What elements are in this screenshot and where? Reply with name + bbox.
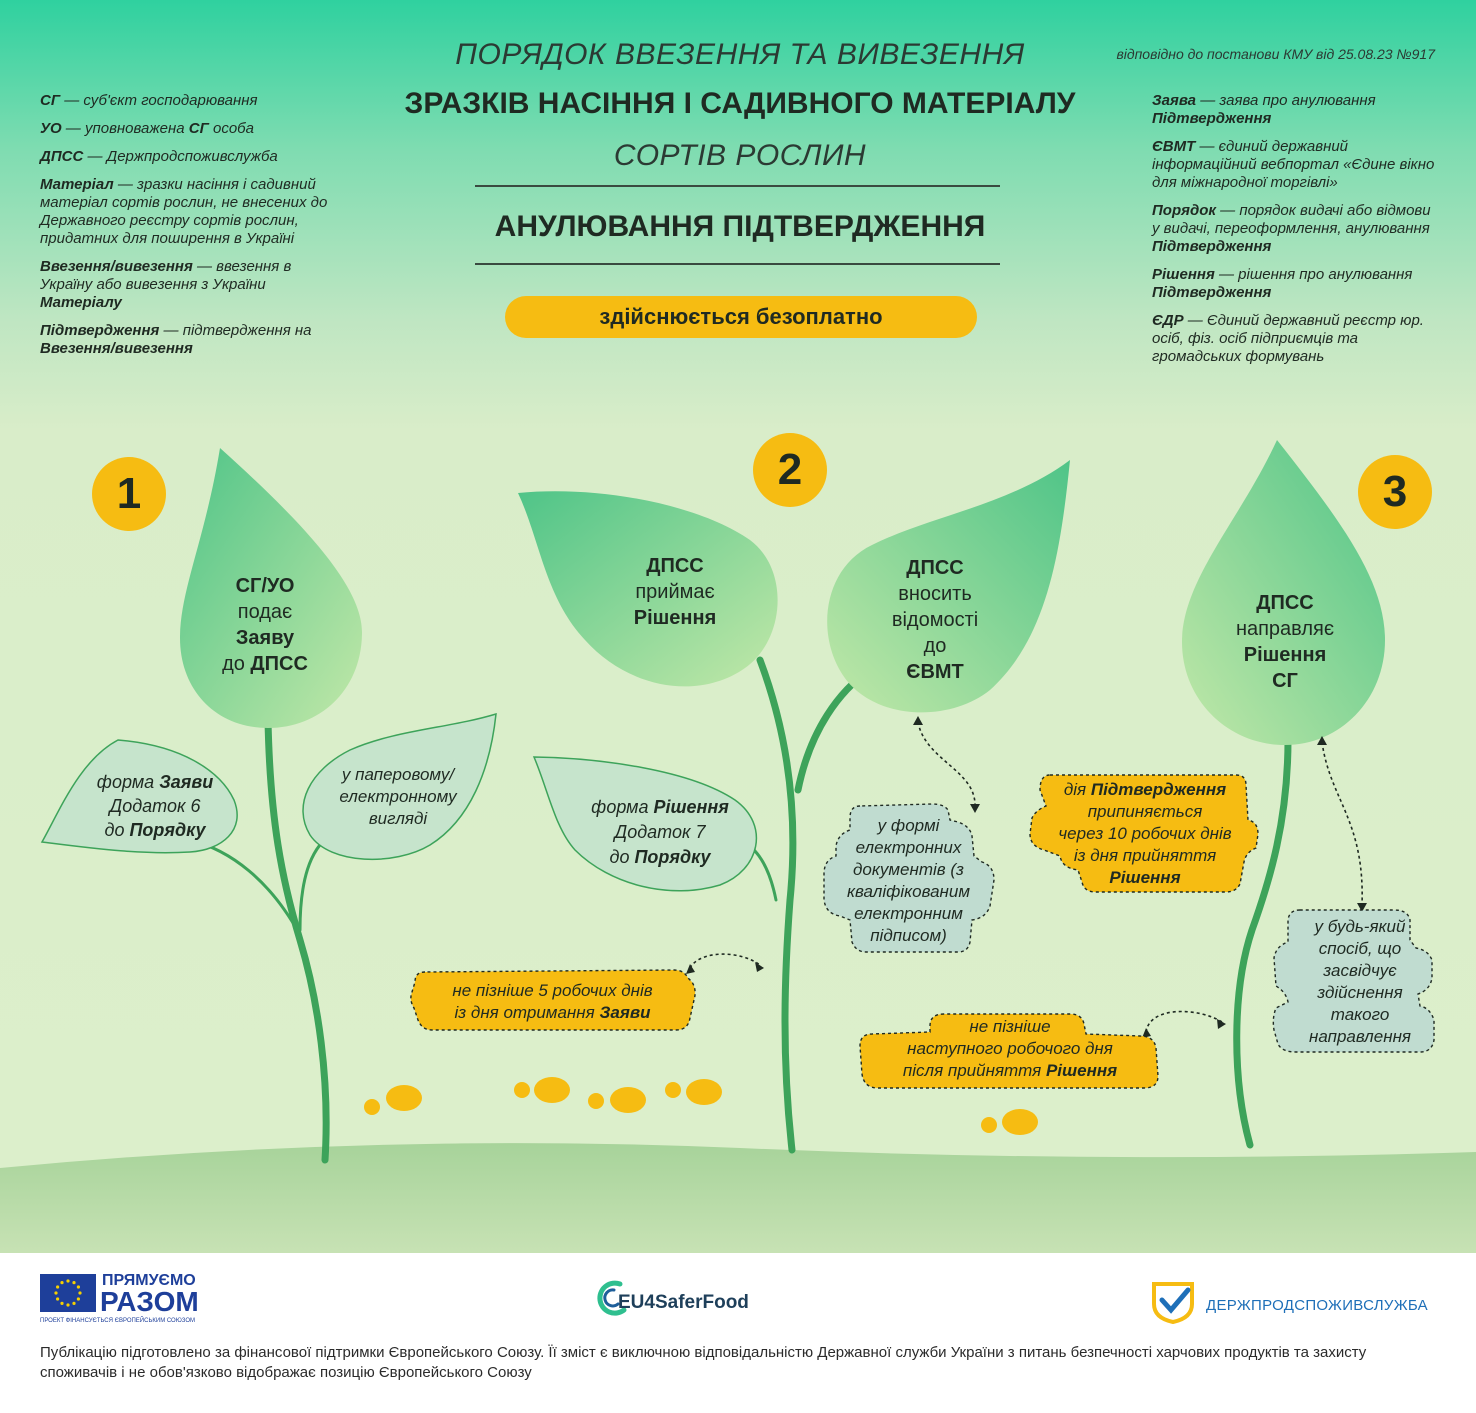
glossary-item: Підтвердження — підтвердження на Ввезенн…: [40, 322, 312, 357]
step-number-1: 1: [92, 457, 166, 531]
arrowhead-deadline2: [755, 962, 764, 972]
stem-2-twig: [750, 846, 778, 902]
arrowhead-left2: [686, 964, 695, 974]
stem-3: [1233, 736, 1292, 1149]
logo-line-2: РАЗОМ: [100, 1286, 199, 1317]
title-line-1: ПОРЯДОК ВВЕЗЕННЯ ТА ВИВЕЗЕННЯ: [455, 38, 1025, 71]
footprint: [610, 1087, 646, 1113]
note-leaf-1b: [302, 712, 497, 861]
step1-form-note: форма Заяви Додаток 6 до Порядку: [96, 772, 214, 840]
free-of-charge-badge: здійснюється безоплатно: [505, 296, 977, 338]
connector-step3: [1321, 741, 1363, 906]
connector-deadline2: [689, 953, 761, 969]
eu4saferfood-logo: EU4SaferFood: [618, 1292, 749, 1313]
disclaimer-text: Публікацію підготовлено за фінансової пі…: [40, 1344, 1367, 1381]
ground: [0, 1143, 1476, 1253]
decree-reference: відповідно до постанови КМУ від 25.08.23…: [1116, 46, 1435, 62]
footprint: [364, 1099, 380, 1115]
title-line-3: СОРТІВ РОСЛИН: [613, 139, 867, 172]
logo-line-1: ПРЯМУЄМО: [102, 1272, 196, 1289]
step2-leaf-b-text: ДПСС вносить відомості до ЄВМТ: [891, 557, 979, 683]
step3-deadline: не пізніше наступного робочого дня після…: [902, 1017, 1118, 1080]
validity-pill: [1029, 774, 1259, 893]
footprint: [686, 1079, 722, 1105]
glossary-item: УО — уповноважена СГ особа: [40, 120, 254, 137]
connector-deadline3: [1145, 1010, 1223, 1033]
footprint: [514, 1082, 530, 1098]
step2-deadline: не пізніше 5 робочих днів із дня отриман…: [452, 981, 653, 1022]
eu4saferfood-logo-icon: [594, 1278, 634, 1318]
footprint: [665, 1082, 681, 1098]
step1-leaf-text: СГ/УО подає Заяву до ДПСС: [222, 575, 308, 675]
connector-evmt: [917, 721, 976, 806]
arrowhead-evmt: [970, 804, 980, 813]
leaf-step2b: [827, 460, 1070, 713]
step-number-3: 3: [1358, 455, 1432, 529]
topic-title: АНУЛЮВАННЯ ПІДТВЕРДЖЕННЯ: [494, 210, 986, 243]
cloud-step2: [823, 803, 995, 953]
footprint: [588, 1093, 604, 1109]
step2-electronic-docs-note: у формі електронних документів (з кваліф…: [846, 816, 971, 945]
stem-2: [756, 656, 797, 1154]
step3-delivery-note: у будь-який спосіб, що засвідчує здійсне…: [1308, 917, 1412, 1046]
arrowhead-top3: [1317, 736, 1327, 745]
note-leaf-2: [532, 756, 758, 892]
glossary-item: Ввезення/вивезення — ввезення в Україну …: [40, 258, 292, 311]
step1-format-note: у паперовому/ електронному вигляді: [339, 765, 457, 828]
glossary-item: Матеріал — зразки насіння і садивний мат…: [40, 176, 328, 247]
arrowhead-step3: [1357, 903, 1367, 912]
glossary-item: Порядок — порядок видачі або відмови у в…: [1152, 202, 1431, 255]
glossary-right: Заява — заява про анулювання Підтверджен…: [1152, 92, 1442, 376]
stem-1: [264, 716, 330, 1164]
deadline-pill-2: [410, 969, 696, 1031]
glossary-item: ЄДР — Єдиний державний реєстр юр. осіб, …: [1152, 312, 1424, 365]
logo-caption: ПРОЕКТ ФІНАНСУЄТЬСЯ ЄВРОПЕЙСЬКИМ СОЮЗОМ: [40, 1318, 196, 1324]
derzhprod-logo: ДЕРЖПРОДСПОЖИВСЛУЖБА: [1206, 1297, 1428, 1314]
step3-validity-note: дія Підтвердження припиняється через 10 …: [1058, 780, 1232, 887]
step2-leaf-a-text: ДПСС приймає Рішення: [633, 555, 717, 629]
arrowhead-top: [913, 716, 923, 725]
cloud-step3: [1272, 909, 1435, 1053]
title-line-2: ЗРАЗКІВ НАСІННЯ І САДИВНОГО МАТЕРІАЛУ: [404, 87, 1076, 120]
step-number-2: 2: [753, 433, 827, 507]
glossary-item: Заява — заява про анулювання Підтверджен…: [1152, 92, 1376, 127]
leaf-step1: [180, 448, 362, 728]
derzhprod-shield-icon: [1150, 1280, 1196, 1325]
title-divider-top: [475, 185, 1000, 187]
leaf-step3: [1182, 440, 1385, 745]
arrowhead-left3: [1142, 1028, 1151, 1038]
footer: [0, 1253, 1476, 1413]
glossary-item: ЄВМТ — єдиний державний інформаційний ве…: [1152, 138, 1435, 191]
deadline-pill-3: [859, 1013, 1159, 1089]
footprint: [1002, 1109, 1038, 1135]
step2-form-note: форма Рішення Додаток 7 до Порядку: [591, 797, 729, 867]
glossary-item: СГ — суб'єкт господарювання: [40, 92, 258, 109]
leaf-step2a: [518, 491, 778, 687]
arrowhead-deadline3: [1217, 1019, 1226, 1029]
footprint: [981, 1117, 997, 1133]
glossary-item: Рішення — рішення про анулювання Підтвер…: [1152, 266, 1413, 301]
glossary-left: СГ — суб'єкт господарювання УО — уповнов…: [40, 92, 340, 368]
footprint: [386, 1085, 422, 1111]
note-leaf-1a: [40, 739, 238, 854]
step3-leaf-text: ДПСС направляє Рішення СГ: [1235, 592, 1335, 692]
eu-flag-icon: [40, 1274, 96, 1312]
glossary-item: ДПСС — Держпродспоживслужба: [40, 148, 278, 165]
title-divider-bottom: [475, 263, 1000, 265]
footprint: [534, 1077, 570, 1103]
